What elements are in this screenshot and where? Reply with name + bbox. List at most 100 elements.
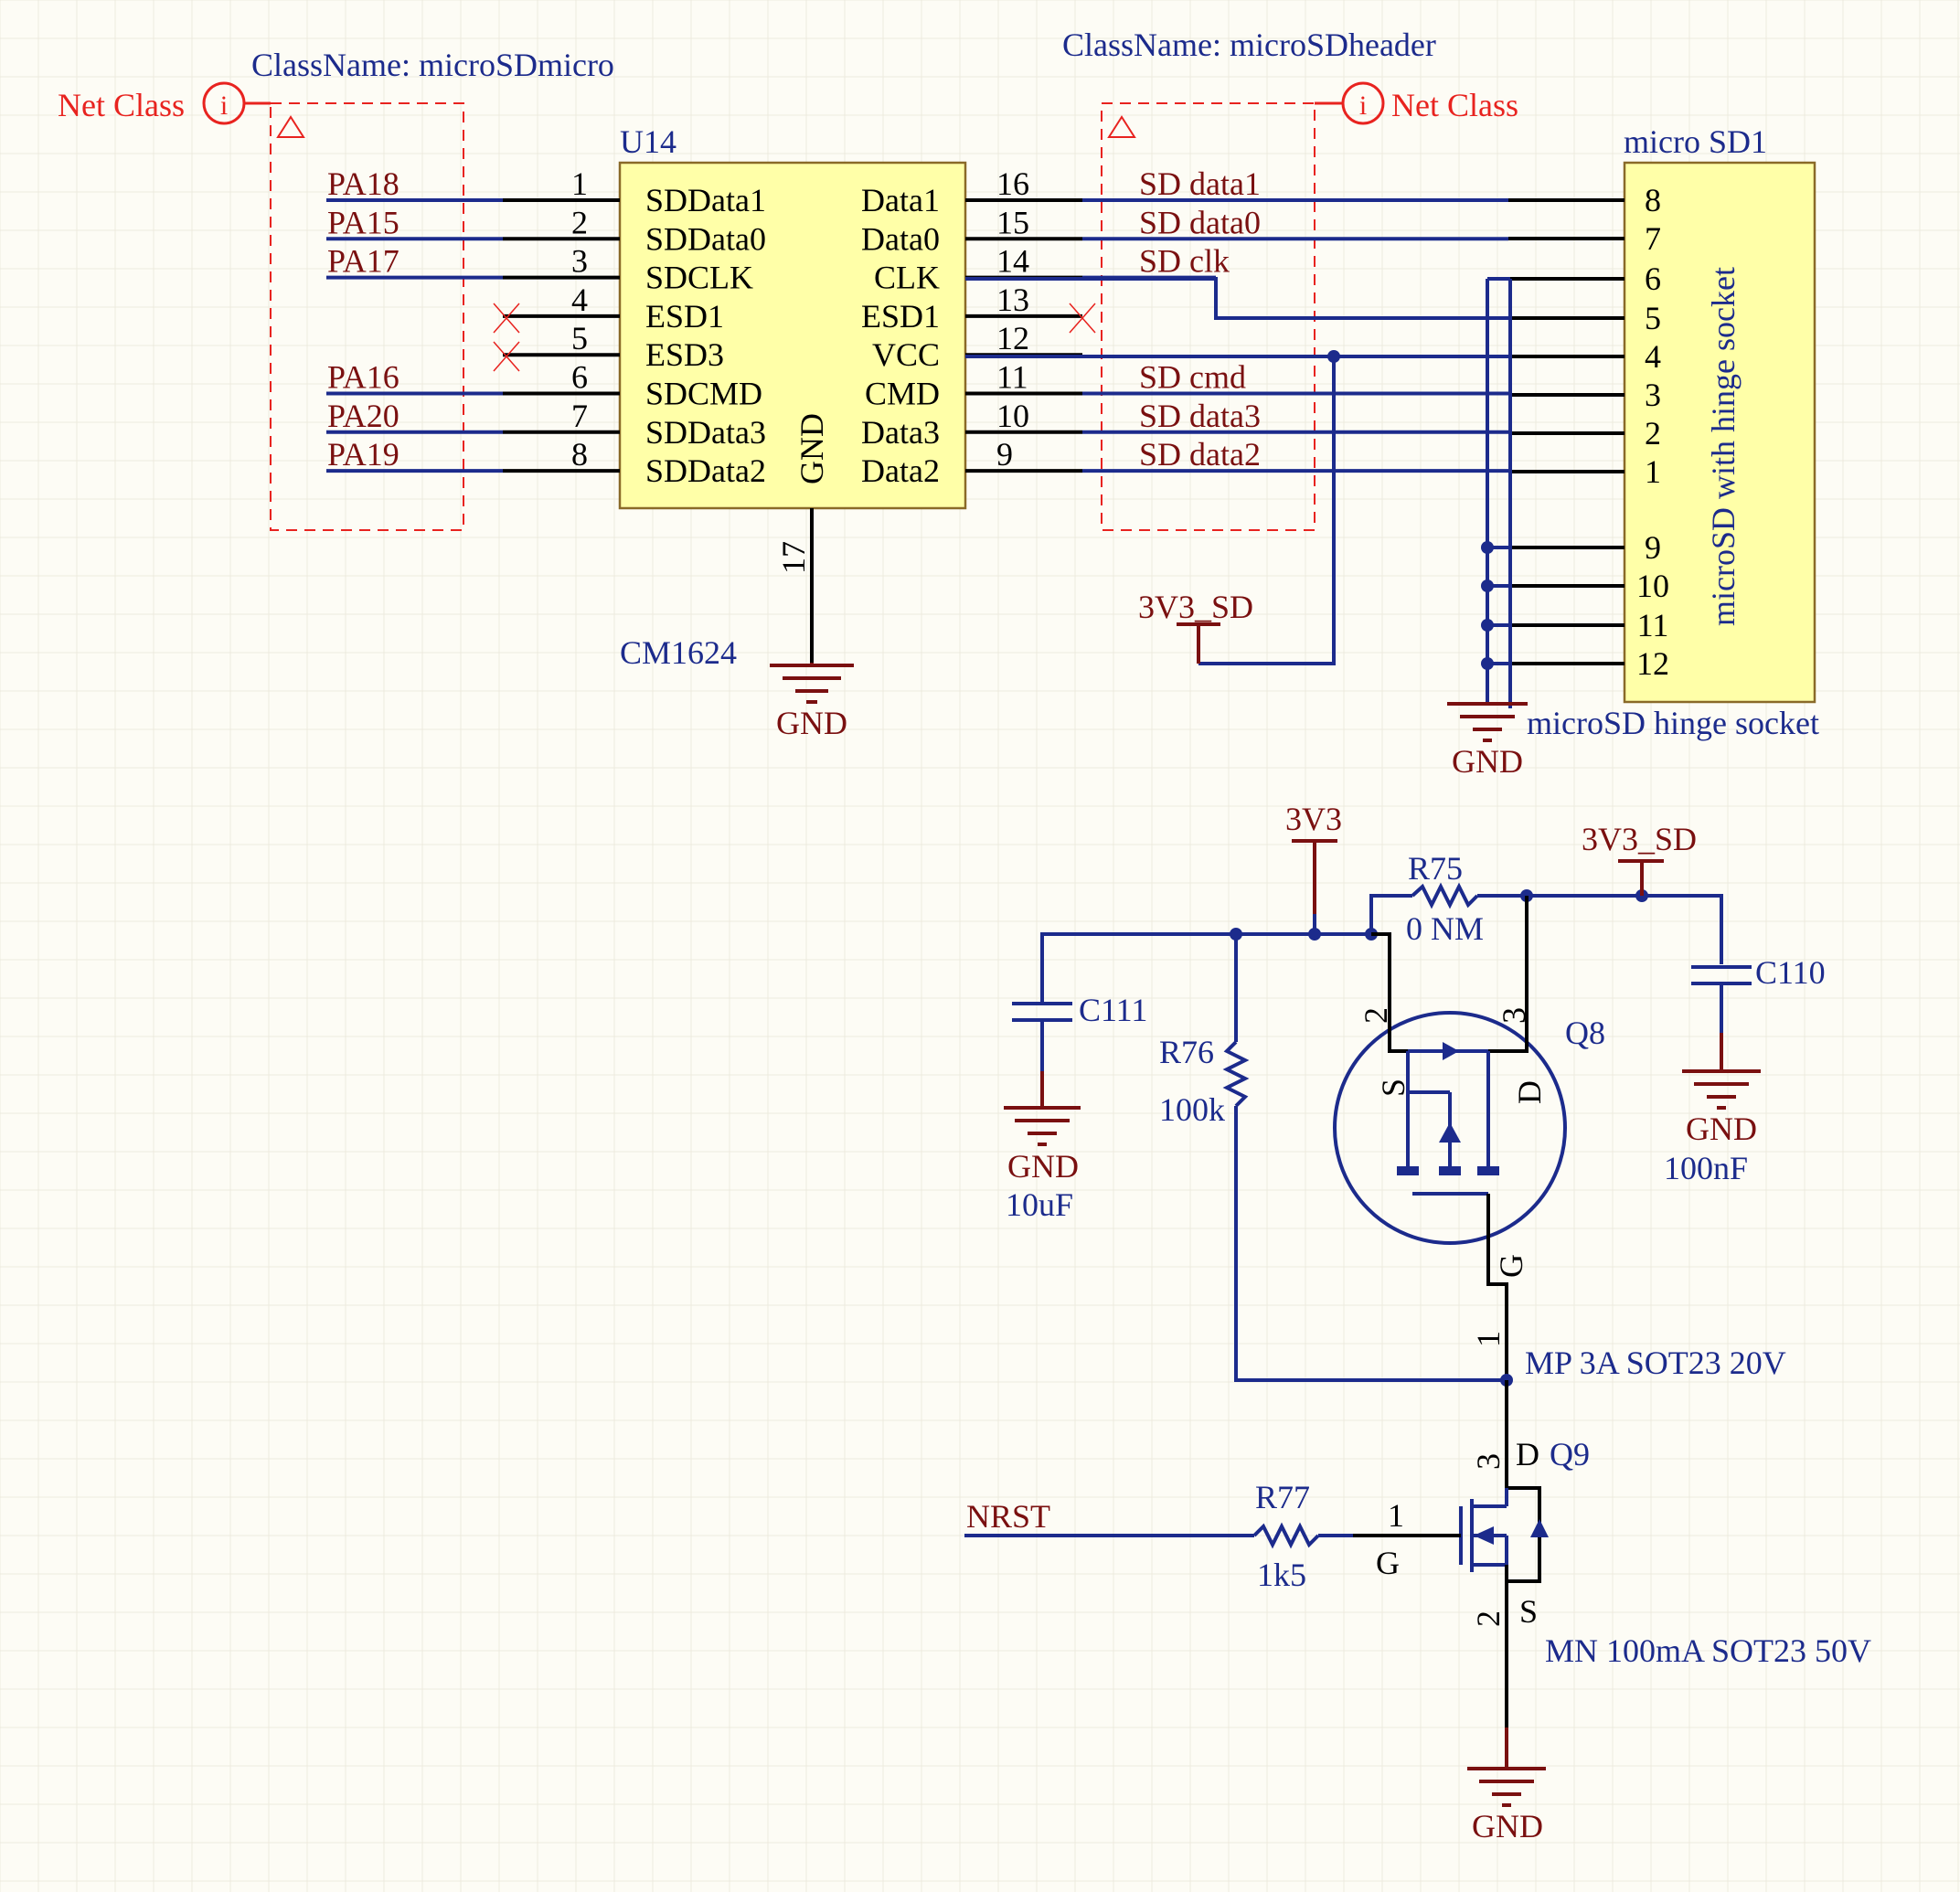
pin-number: 2 [1645,415,1661,452]
pin-number: 10 [1636,568,1669,604]
q8-pin-d-number: 3 [1496,1007,1532,1024]
net-class-left-classname: ClassName: microSDmicro [251,47,614,83]
q9-diode-arrow [1530,1519,1549,1537]
microsd-body-label: microSD with hinge socket [1705,267,1742,626]
microsd-pin-10: 10 [1508,568,1669,604]
pin-name: VCC [872,336,940,373]
net-label: PA16 [327,359,399,396]
pin-number: 7 [571,398,588,434]
q9-pin-d-number: 3 [1470,1453,1507,1470]
wire-3v3-sd [1198,356,1336,665]
u14-body [618,161,967,510]
net-class-right-classname: ClassName: microSDheader [1062,27,1436,63]
info-icon: i [202,81,271,125]
no-connect-pin4 [493,303,520,334]
microsd-pin-3: 3 [1508,377,1661,413]
net-label: SD cmd [1139,359,1246,396]
microsd-pin-7: 7 [1508,220,1661,257]
microsd-pin-8: 8 [1508,182,1661,218]
pin-name: SDCLK [645,260,753,296]
power-3v3-sd-label-2: 3V3_SD [1582,821,1697,857]
c110-value: 100nF [1664,1150,1748,1186]
power-3v3-sd-label: 3V3_SD [1138,589,1253,625]
microsd-pin-11: 11 [1508,607,1668,643]
u14-part: CM1624 [620,634,737,671]
microsd-pin-1: 1 [1508,453,1661,490]
u14-pin17-number: 17 [775,541,812,574]
pin-number: 6 [1645,260,1661,297]
c111-value: 10uF [1006,1186,1073,1223]
q8-diode-arrow [1443,1042,1459,1060]
gnd-label: GND [1452,743,1523,780]
pin-number: 4 [1645,338,1661,375]
pin-number: 10 [996,398,1029,434]
wire-3v3-rail [1040,932,1371,967]
no-connect-marks [493,303,1096,372]
q9-pin-s-number: 2 [1470,1610,1507,1627]
pin-name: ESD3 [645,336,724,373]
r77-resistor [1252,1522,1320,1549]
r76-value: 100k [1159,1091,1225,1128]
wire-sd-clk [965,277,1508,320]
microsd-pin-4: 4 [1508,338,1661,375]
pin-name: SDCMD [645,376,762,412]
pin-number: 11 [996,359,1028,396]
r75-value: 0 NM [1406,910,1484,947]
q8-pin-g-number: 1 [1470,1331,1507,1347]
r75-resistor [1411,882,1479,909]
q8-pin-g-label: G [1493,1254,1529,1278]
pin-name: CLK [874,260,940,296]
q9-desc: MN 100mA SOT23 50V [1545,1632,1871,1669]
microsd-pin-12: 12 [1508,645,1669,682]
pin-number: 5 [1645,300,1661,336]
gnd-label: GND [1472,1808,1543,1844]
q8-pmos: 2 3 S D G 1 Q8 MP 3A SOT23 20V [1333,896,1786,1381]
power-3v3-label: 3V3 [1285,801,1342,837]
pin-number: 5 [571,320,588,356]
pin-name: SDData3 [645,414,766,451]
q9-pin-g-label: G [1376,1545,1400,1581]
pin-name: SDData0 [645,220,766,257]
pin-number: 3 [571,243,588,280]
pin-name: ESD1 [861,298,940,335]
q8-pin-s-number: 2 [1358,1007,1394,1024]
r77-ref: R77 [1255,1479,1310,1515]
pin-number: 1 [1645,453,1661,490]
net-label: SD data1 [1139,165,1261,202]
pin-name: ESD1 [645,298,724,335]
net-label: PA15 [327,204,399,240]
pin-number: 16 [996,165,1029,202]
gnd-label: GND [1007,1148,1079,1185]
r77-value: 1k5 [1257,1557,1306,1593]
pin-name: SDData2 [645,452,766,489]
nrst-label: NRST [966,1498,1050,1535]
sd-side-wiring: 3V3_SD [965,277,1512,708]
pin-name: SDData1 [645,182,766,218]
pin-number: 1 [571,165,588,202]
no-connect-pin13 [1069,303,1096,334]
net-label: PA19 [327,436,399,473]
q9-pin-s-label: S [1519,1593,1538,1630]
svg-text:i: i [1359,90,1367,121]
pin-number: 7 [1645,220,1661,257]
pin-number: 12 [996,320,1029,356]
net-label: PA17 [327,243,399,280]
u14-designator: U14 [620,123,676,160]
q8-pin-d-label: D [1511,1080,1548,1104]
q8-body-circle [1333,1011,1567,1245]
